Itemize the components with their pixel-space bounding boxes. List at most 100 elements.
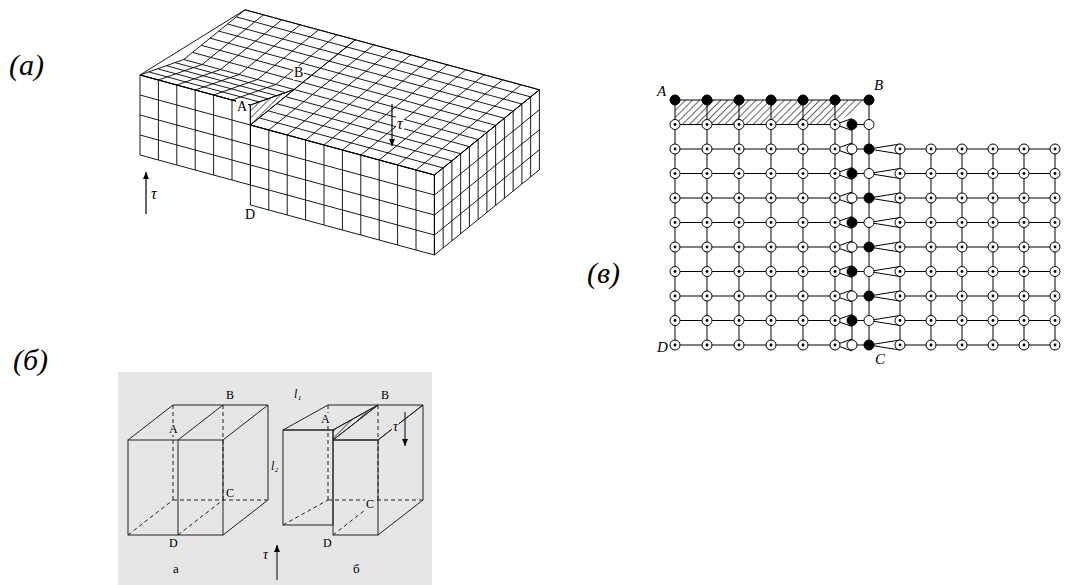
point-label: B — [380, 389, 390, 401]
atom — [926, 267, 936, 277]
point-label: C — [365, 498, 375, 510]
atom — [926, 291, 936, 301]
atom — [830, 169, 840, 179]
atom — [766, 193, 776, 203]
atom — [988, 242, 998, 252]
atom-center — [802, 319, 805, 322]
atom-center — [706, 295, 709, 298]
atom — [830, 242, 840, 252]
atom-center — [899, 270, 902, 273]
atom — [702, 169, 712, 179]
atom — [847, 242, 857, 252]
atom — [766, 144, 776, 154]
atom — [895, 316, 905, 326]
lattice-line — [140, 155, 250, 185]
point-label: A — [236, 100, 248, 114]
atom-center — [992, 221, 995, 224]
atom — [670, 267, 680, 277]
atom-center — [738, 148, 741, 151]
atom — [1019, 316, 1029, 326]
atom-center — [930, 172, 933, 175]
atom — [988, 144, 998, 154]
lattice-line — [294, 90, 478, 140]
lattice-line — [675, 320, 835, 321]
atom — [734, 316, 744, 326]
atom — [895, 218, 905, 228]
atom — [926, 340, 936, 350]
atom — [670, 242, 680, 252]
atom — [1019, 242, 1029, 252]
atom — [798, 95, 808, 105]
atom-center — [930, 148, 933, 151]
atom-center — [706, 197, 709, 200]
atom-center — [738, 123, 741, 126]
atom — [895, 267, 905, 277]
atom — [926, 169, 936, 179]
atom — [670, 316, 680, 326]
lattice-line — [250, 165, 434, 215]
lattice-line — [675, 198, 835, 199]
atom-center — [770, 197, 773, 200]
lattice-line — [140, 75, 250, 105]
atom-center — [899, 221, 902, 224]
atom-center — [770, 246, 773, 249]
atom-center — [1054, 221, 1057, 224]
atom-center — [738, 270, 741, 273]
atom — [957, 242, 967, 252]
atom — [957, 169, 967, 179]
atom — [830, 193, 840, 203]
atom-center — [1054, 148, 1057, 151]
atom-center — [802, 197, 805, 200]
lattice-line — [434, 170, 539, 255]
atom — [702, 316, 712, 326]
screw-dislocation-block — [140, 10, 539, 255]
atom — [702, 242, 712, 252]
lattice-line — [303, 82, 487, 132]
atom — [1019, 340, 1029, 350]
lattice-line — [900, 149, 1055, 150]
atom — [670, 169, 680, 179]
atom-center — [834, 148, 837, 151]
atom — [702, 193, 712, 203]
atom — [1050, 144, 1060, 154]
point-label: A — [320, 413, 331, 425]
lattice-line — [434, 130, 539, 215]
atom — [798, 267, 808, 277]
atom-center — [1054, 295, 1057, 298]
atom — [734, 291, 744, 301]
sub-panel-label: б — [352, 562, 361, 575]
atom — [702, 95, 712, 105]
lattice-line — [707, 100, 708, 345]
atom-center — [706, 172, 709, 175]
atom — [1019, 291, 1029, 301]
atom — [734, 193, 744, 203]
atom — [926, 316, 936, 326]
atom-center — [1023, 270, 1026, 273]
lattice-line — [675, 149, 835, 150]
lattice-line — [675, 100, 676, 345]
atom — [988, 316, 998, 326]
lattice-line — [250, 185, 434, 235]
atom — [1050, 242, 1060, 252]
atom — [798, 120, 808, 130]
atom-center — [899, 246, 902, 249]
atom-center — [961, 197, 964, 200]
atom-center — [770, 172, 773, 175]
lattice-line — [228, 24, 338, 54]
atom — [766, 267, 776, 277]
atom-center — [834, 319, 837, 322]
lattice-line — [675, 296, 835, 297]
atom-center — [834, 123, 837, 126]
point-label: C — [874, 352, 886, 367]
atom — [864, 95, 874, 105]
atom — [798, 169, 808, 179]
atom — [1050, 218, 1060, 228]
atom — [766, 218, 776, 228]
atom — [1019, 218, 1029, 228]
atom-center — [834, 172, 837, 175]
atom — [670, 193, 680, 203]
bond-lines — [675, 100, 1055, 351]
atom — [847, 144, 857, 154]
atom-center — [1023, 344, 1026, 347]
atom-center — [674, 148, 677, 151]
